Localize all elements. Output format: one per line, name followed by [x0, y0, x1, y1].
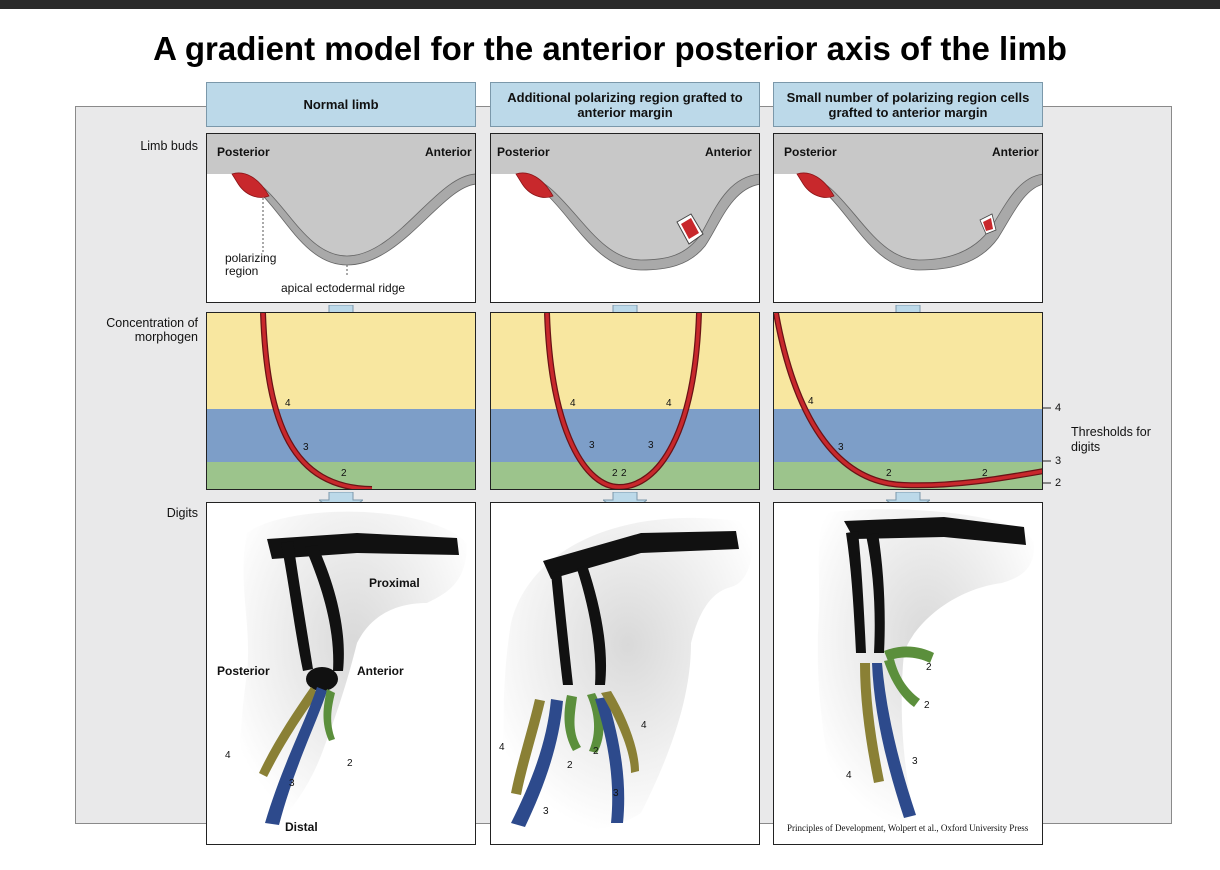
digit-number: 2: [567, 760, 573, 771]
posterior-label: Posterior: [497, 145, 550, 159]
gradient-panel-additional-graft: 4 4 3 3 2 2: [490, 312, 760, 490]
anterior-label: Anterior: [992, 145, 1039, 159]
gradient-number: 2: [341, 468, 347, 479]
column-header-small-graft: Small number of polarizing region cells …: [773, 82, 1043, 127]
apical-ridge-label: apical ectodermal ridge: [281, 281, 406, 295]
column-header-normal: Normal limb: [206, 82, 476, 127]
posterior-label: Posterior: [217, 145, 270, 159]
limb-bud-drawing-small-graft: [774, 134, 1042, 271]
proximal-label: Proximal: [369, 576, 420, 590]
distal-label: Distal: [285, 820, 318, 834]
top-bar: [0, 0, 1220, 9]
gradient-number: 2: [886, 468, 892, 479]
gradient-number: 4: [285, 398, 291, 409]
gradient-number: 2: [982, 468, 988, 479]
credit-text: Principles of Development, Wolpert et al…: [787, 823, 1029, 833]
digit-number: 2: [924, 700, 930, 711]
digit-number: 3: [543, 806, 549, 817]
digit-number: 2: [593, 746, 599, 757]
gradient-graph-additional-graft: [491, 313, 759, 489]
row-label-digits: Digits: [166, 506, 198, 520]
gradient-number: 2: [621, 468, 627, 479]
limb-bud-panel-normal: Posterior Anterior polarizing region api…: [206, 133, 476, 303]
anterior-label: Anterior: [425, 145, 472, 159]
gradient-panel-normal: 4 3 2: [206, 312, 476, 490]
thresholds-label: Thresholds for digits: [1071, 425, 1151, 454]
wing-skeleton-additional-graft: [503, 517, 753, 835]
threshold-2: 2: [1055, 477, 1062, 489]
gradient-number: 4: [808, 396, 814, 407]
row-label-concentration: Concentration of morphogen: [106, 316, 198, 344]
digit-panel-normal: Proximal Posterior Anterior Distal 4 3 2: [206, 502, 476, 845]
anterior-label: Anterior: [705, 145, 752, 159]
gradient-number: 2: [612, 468, 618, 479]
threshold-4: 4: [1055, 402, 1062, 414]
digit-panel-small-graft: 2 2 3 4: [773, 502, 1043, 845]
column-header-additional-graft: Additional polarizing region grafted to …: [490, 82, 760, 127]
gradient-number: 4: [666, 398, 672, 409]
digit-number: 4: [225, 750, 231, 761]
gradient-graph-normal: [207, 313, 475, 489]
wing-skeleton-small-graft: [817, 509, 1035, 832]
wing-skeleton-normal: [240, 511, 467, 838]
gradient-panel-small-graft: 4 3 2 2: [773, 312, 1043, 490]
digit-panel-additional-graft: 4 2 2 3 4 3: [490, 502, 760, 845]
row-label-limb-buds: Limb buds: [140, 139, 198, 153]
gradient-number: 4: [570, 398, 576, 409]
gradient-number: 3: [589, 440, 595, 451]
threshold-3: 3: [1055, 455, 1062, 467]
limb-bud-drawing-normal: [207, 134, 475, 277]
digit-number: 4: [499, 742, 505, 753]
gradient-number: 3: [303, 442, 309, 453]
digit-number: 3: [613, 788, 619, 799]
gradient-graph-small-graft: [774, 313, 1042, 489]
threshold-ticks: [1043, 407, 1051, 484]
limb-bud-panel-additional-graft: Posterior Anterior: [490, 133, 760, 303]
digit-number: 4: [641, 720, 647, 731]
limb-bud-drawing-additional-graft: [491, 134, 759, 271]
slide-title: A gradient model for the anterior poster…: [153, 30, 1067, 67]
anterior-label: Anterior: [357, 664, 404, 678]
digit-number: 2: [347, 758, 353, 769]
posterior-label: Posterior: [217, 664, 270, 678]
polarizing-region-label: polarizing region: [225, 251, 277, 278]
limb-bud-panel-small-graft: Posterior Anterior: [773, 133, 1043, 303]
digit-number: 3: [289, 778, 295, 789]
digit-number: 2: [926, 662, 932, 673]
gradient-number: 3: [838, 442, 844, 453]
gradient-number: 3: [648, 440, 654, 451]
posterior-label: Posterior: [784, 145, 837, 159]
digit-number: 3: [912, 756, 918, 767]
digit-number: 4: [846, 770, 852, 781]
